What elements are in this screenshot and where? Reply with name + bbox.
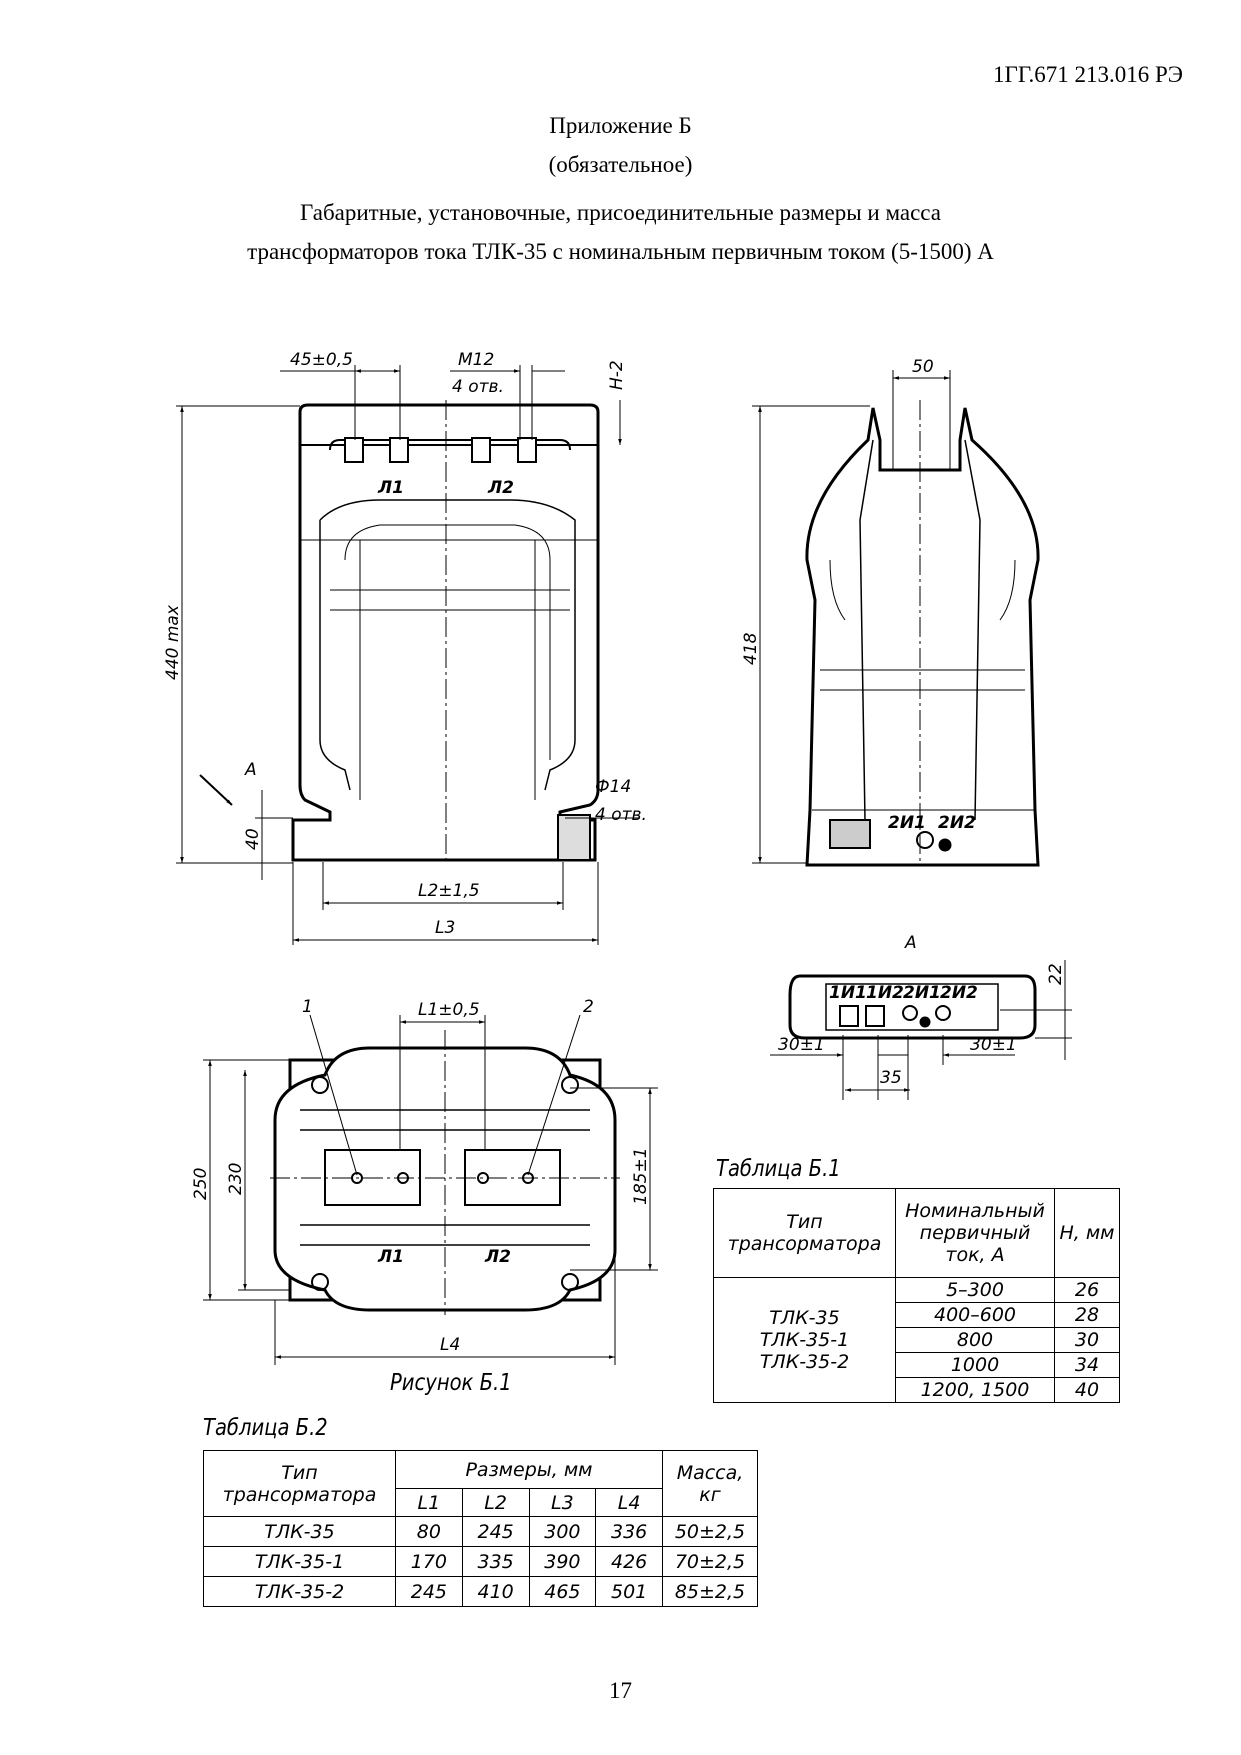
table-b2-subheader: L2 (461, 1488, 530, 1517)
cell-l1: 245 (395, 1576, 463, 1607)
dim-440-label: 440 max (163, 604, 183, 680)
cell-type: ТЛК-35 (203, 1516, 396, 1547)
view-a: A 1И1 1И2 2И1 2И2 22 30±1 30±1 35 (770, 933, 1072, 1100)
table-b2-subheader: L1 (395, 1488, 463, 1517)
table-b1-current: 5–300 (895, 1277, 1055, 1303)
dim-418-label: 418 (741, 632, 761, 665)
cell-l4: 426 (595, 1546, 663, 1577)
table-b1: Тип трансорматора Номинальный первичный … (713, 1188, 1120, 1403)
table-row: ТЛК-35-1 170 335 390 426 70±2,5 (203, 1546, 758, 1577)
dim-35-label: 35 (880, 1068, 902, 1088)
cell-l2: 410 (461, 1576, 530, 1607)
cell-type: ТЛК-35-2 (203, 1576, 396, 1607)
table-b1-h: 40 (1054, 1377, 1120, 1403)
dim-m12-label: M12 (458, 350, 494, 370)
dim-30-left-label: 30±1 (778, 1035, 825, 1055)
dim-230-label: 230 (226, 1163, 246, 1195)
terminal-l1-label: Л1 (377, 478, 404, 498)
dim-50-label: 50 (912, 357, 934, 377)
dim-l2-label: L2±1,5 (418, 881, 480, 901)
dim-30-right-label: 30±1 (970, 1035, 1017, 1055)
table-b1-h: 30 (1054, 1327, 1120, 1353)
figure-caption: Рисунок Б.1 (390, 1370, 512, 1396)
table-b1-types: ТЛК-35 ТЛК-35-1 ТЛК-35-2 (713, 1277, 896, 1403)
dim-l4-label: L4 (440, 1335, 460, 1355)
cell-l3: 390 (528, 1546, 597, 1577)
table-b1-current: 1000 (895, 1352, 1055, 1378)
dim-185-label: 185±1 (631, 1147, 651, 1205)
appendix-type: (обязательное) (548, 152, 693, 177)
dim-h-label: H-2 (607, 360, 627, 390)
side-terminal-label: 2И2 (938, 813, 976, 833)
table-b1-current: 1200, 1500 (895, 1377, 1055, 1403)
cell-l2: 335 (461, 1546, 530, 1577)
dim-250-label: 250 (191, 1168, 211, 1200)
view-a-terminal-1: 1И1 (829, 983, 867, 1003)
cell-l2: 245 (461, 1516, 530, 1547)
table-b1-h: 26 (1054, 1277, 1120, 1303)
page-number: 17 (609, 1678, 632, 1703)
table-b1-current: 400–600 (895, 1302, 1055, 1328)
table-b1-h: 34 (1054, 1352, 1120, 1378)
title-line-1: Габаритные, установочные, присоединитель… (300, 200, 941, 225)
cell-l1: 80 (395, 1516, 463, 1547)
table-b2-subheader: L3 (528, 1488, 597, 1517)
table-b2: Тип трансорматора Размеры, мм Масса, кг … (203, 1450, 758, 1607)
table-b1-header-h: Н, мм (1054, 1188, 1120, 1278)
top-terminal-l2-label: Л2 (484, 1247, 511, 1267)
side-view: 2И1 2И2 50 418 (741, 357, 1040, 867)
cell-l3: 300 (528, 1516, 597, 1547)
cell-mass: 50±2,5 (662, 1516, 758, 1547)
side-terminal-label: 2И1 (888, 813, 926, 833)
dim-l3-label: L3 (435, 918, 455, 938)
view-a-terminal-3: 2И1 (903, 983, 941, 1003)
table-b1-caption: Таблица Б.1 (716, 1156, 841, 1182)
callout-2: 2 (583, 997, 594, 1017)
terminal-l2-label: Л2 (487, 478, 514, 498)
dim-d14-label: Ф14 (595, 777, 631, 797)
cell-l1: 170 (395, 1546, 463, 1577)
document-code: 1ГГ.671 213.016 РЭ (993, 62, 1183, 87)
front-view: Л1 Л2 45±0,5 M12 4 отв. H-2 440 max 40 A… (163, 350, 647, 945)
table-b2-header-type: Тип трансорматора (203, 1450, 396, 1517)
appendix-heading: Приложение Б (549, 113, 692, 138)
table-b2-caption: Таблица Б.2 (203, 1415, 328, 1441)
table-b2-subheader: L4 (595, 1488, 663, 1517)
type-name: ТЛК-35 (769, 1307, 840, 1329)
table-b2-header-mass: Масса, кг (662, 1450, 758, 1517)
table-b1-h: 28 (1054, 1302, 1120, 1328)
view-a-terminal-4: 2И2 (940, 983, 978, 1003)
table-row: ТЛК-35 80 245 300 336 50±2,5 (203, 1516, 758, 1547)
cell-mass: 85±2,5 (662, 1576, 758, 1607)
title-line-2: трансформаторов тока ТЛК-35 с номинальны… (247, 239, 994, 264)
table-b1-header-current: Номинальный первичный ток, А (895, 1188, 1055, 1278)
cell-l4: 501 (595, 1576, 663, 1607)
bushing-group (344, 437, 537, 463)
callout-1: 1 (302, 997, 313, 1017)
cell-l4: 336 (595, 1516, 663, 1547)
view-a-title: A (904, 933, 917, 953)
type-name: ТЛК-35-1 (759, 1329, 850, 1351)
dim-45-label: 45±0,5 (290, 350, 353, 370)
dim-m12-holes-label: 4 отв. (452, 377, 504, 397)
dim-22-label: 22 (1046, 963, 1066, 985)
dim-d14-holes-label: 4 отв. (595, 805, 647, 825)
table-b1-header-type: Тип трансорматора (713, 1188, 896, 1278)
dim-l1-label: L1±0,5 (418, 1000, 480, 1020)
top-view: Л1 Л2 1 2 L1±0,5 250 230 185±1 L4 (191, 997, 658, 1365)
type-name: ТЛК-35-2 (759, 1351, 850, 1373)
cell-l3: 465 (528, 1576, 597, 1607)
top-terminal-l1-label: Л1 (377, 1247, 404, 1267)
view-a-terminal-2: 1И2 (866, 983, 904, 1003)
view-a-marker: A (244, 760, 257, 780)
table-b2-header-dims: Размеры, мм (395, 1450, 663, 1489)
table-row: ТЛК-35-2 245 410 465 501 85±2,5 (203, 1576, 758, 1607)
cell-type: ТЛК-35-1 (203, 1546, 396, 1577)
cell-mass: 70±2,5 (662, 1546, 758, 1577)
table-b1-current: 800 (895, 1327, 1055, 1353)
dim-40-label: 40 (243, 828, 263, 850)
